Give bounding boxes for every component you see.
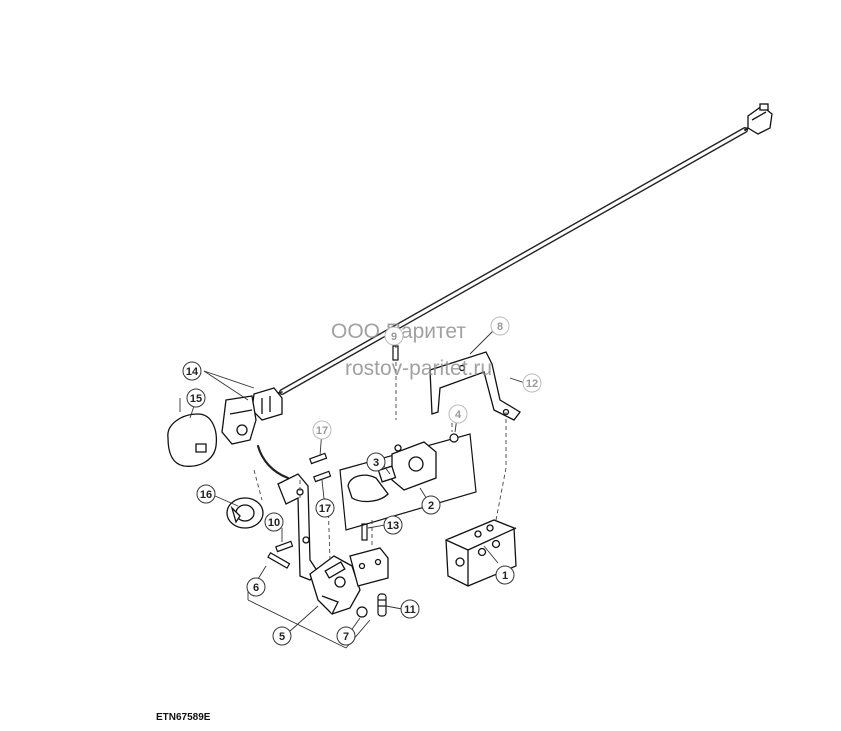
callout-15: 15 <box>186 388 206 408</box>
callout-5: 5 <box>272 626 292 646</box>
callout-label: 16 <box>200 489 212 501</box>
callout-label: 14 <box>186 366 199 378</box>
figure-id: ETN67589E <box>156 712 211 723</box>
bolt-17-lower <box>313 470 332 483</box>
callout-label: 17 <box>316 425 328 437</box>
callout-12: 12 <box>522 373 542 393</box>
callout-label: 7 <box>343 631 349 643</box>
callout-17-upper: 17 <box>312 420 332 440</box>
callout-label: 10 <box>268 517 280 529</box>
callout-label: 11 <box>404 604 416 616</box>
callout-4: 4 <box>448 404 468 424</box>
callout-16: 16 <box>196 484 216 504</box>
callout-label: 3 <box>373 457 379 469</box>
callout-label: 1 <box>502 570 508 582</box>
callout-label: 17 <box>319 503 331 515</box>
cam-plate <box>226 497 264 529</box>
callout-label: 13 <box>387 520 399 532</box>
knob-cover <box>167 413 218 467</box>
mounting-plate <box>349 547 389 587</box>
spacer-11 <box>377 593 387 617</box>
bolt-6 <box>267 551 291 569</box>
harness-end-connector <box>747 103 773 135</box>
mounting-bracket <box>429 351 521 421</box>
switch-connector <box>251 387 283 421</box>
callout-2: 2 <box>421 495 441 515</box>
callout-label: 2 <box>428 500 434 512</box>
callout-14: 14 <box>182 361 202 381</box>
watermark-line-2: rostov-paritet.ru <box>345 357 492 380</box>
callout-7: 7 <box>336 626 356 646</box>
bolt-17-upper <box>309 452 328 465</box>
callout-10: 10 <box>264 512 284 532</box>
callout-label: 9 <box>391 331 397 343</box>
callout-11: 11 <box>400 599 420 619</box>
callout-1: 1 <box>495 565 515 585</box>
callout-label: 12 <box>526 378 538 390</box>
callout-label: 15 <box>190 393 202 405</box>
watermark: ООО Паритет rostov-paritet.ru <box>331 320 492 380</box>
bolt-10 <box>275 540 294 553</box>
lever-assembly <box>309 555 361 615</box>
callout-8: 8 <box>490 316 510 336</box>
callout-label: 5 <box>279 631 285 643</box>
callout-17-lower: 17 <box>315 498 335 518</box>
callout-6: 6 <box>246 577 266 597</box>
callout-3: 3 <box>366 452 386 472</box>
solenoid-valve <box>377 441 437 491</box>
wiring-harness <box>253 121 758 480</box>
bolt-13 <box>361 523 368 541</box>
nut-7 <box>356 606 368 618</box>
callout-13: 13 <box>383 515 403 535</box>
plug-4 <box>449 433 459 443</box>
callout-label: 8 <box>497 321 503 333</box>
callout-label: 6 <box>253 582 259 594</box>
callouts: 1 2 3 4 5 6 7 8 9 10 11 12 13 14 15 16 1… <box>182 316 542 646</box>
callout-9: 9 <box>384 326 404 346</box>
switch-body <box>221 395 257 445</box>
valve-coil <box>347 474 389 503</box>
callout-label: 4 <box>455 409 462 421</box>
